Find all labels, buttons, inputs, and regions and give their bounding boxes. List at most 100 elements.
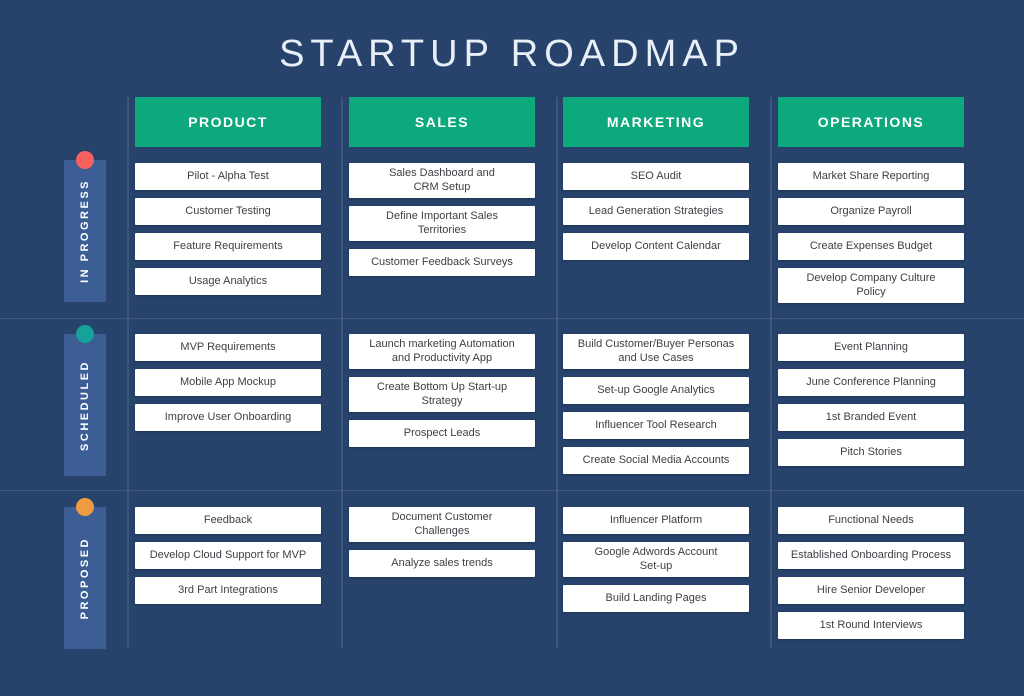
- item-text: Define Important Sales Territories: [386, 210, 498, 236]
- cell-scheduled-product: MVP Requirements Mobile App Mockup Impro…: [120, 332, 321, 433]
- cell-in-progress-product: Pilot - Alpha Test Customer Testing Feat…: [120, 161, 321, 297]
- cell-scheduled-operations: Event Planning June Conference Planning …: [763, 332, 964, 468]
- item-text: SEO Audit: [630, 169, 682, 182]
- item-text: Organize Payroll: [830, 204, 912, 217]
- roadmap-item: MVP Requirements: [120, 332, 321, 363]
- column-guide-line: [127, 97, 129, 648]
- roadmap-item: Pilot - Alpha Test: [120, 161, 321, 192]
- row-status-dot: [76, 151, 94, 169]
- row-label-in-progress: IN PROGRESS: [64, 151, 106, 302]
- row-label-proposed: PROPOSED: [64, 498, 106, 649]
- roadmap-item: Influencer Tool Research: [548, 410, 749, 441]
- item-dot: [120, 575, 150, 606]
- column-guide-line: [556, 97, 558, 648]
- item-dot: [763, 332, 793, 363]
- item-dot: [763, 367, 793, 398]
- roadmap-item: June Conference Planning: [763, 367, 964, 398]
- row-label-text: SCHEDULED: [79, 359, 91, 451]
- item-text: MVP Requirements: [180, 340, 276, 353]
- item-dot: [763, 505, 793, 536]
- roadmap-item: Customer Feedback Surveys: [334, 247, 535, 278]
- item-dot: [548, 544, 578, 575]
- roadmap-item: Build Landing Pages: [548, 583, 749, 614]
- roadmap-item: Develop Content Calendar: [548, 231, 749, 262]
- roadmap-item: Customer Testing: [120, 196, 321, 227]
- item-dot: [334, 247, 364, 278]
- item-dot: [120, 367, 150, 398]
- roadmap-item: Functional Needs: [763, 505, 964, 536]
- item-text: Create Bottom Up Start-up Strategy: [376, 381, 508, 407]
- roadmap-item: Feedback: [120, 505, 321, 536]
- column-header-sales: SALES: [349, 97, 535, 147]
- item-dot: [548, 375, 578, 406]
- item-text: Develop Company Culture Policy: [806, 272, 936, 298]
- item-text: Document Customer Challenges: [391, 511, 493, 537]
- roadmap-item: Organize Payroll: [763, 196, 964, 227]
- item-dot: [763, 270, 793, 301]
- item-text: Pitch Stories: [840, 445, 902, 458]
- roadmap-item: Develop Cloud Support for MVP: [120, 540, 321, 571]
- item-dot: [548, 161, 578, 192]
- item-text: Feedback: [203, 513, 253, 526]
- item-dot: [334, 548, 364, 579]
- item-text: Usage Analytics: [188, 274, 268, 287]
- cell-scheduled-marketing: Build Customer/Buyer Personas and Use Ca…: [548, 334, 749, 476]
- item-text: Event Planning: [834, 340, 908, 353]
- roadmap-item: Lead Generation Strategies: [548, 196, 749, 227]
- roadmap-item: Established Onboarding Process: [763, 540, 964, 571]
- roadmap-item: Event Planning: [763, 332, 964, 363]
- item-text: Pilot - Alpha Test: [187, 169, 269, 182]
- item-dot: [763, 610, 793, 641]
- item-dot: [548, 445, 578, 476]
- item-dot: [120, 161, 150, 192]
- item-dot: [120, 231, 150, 262]
- roadmap-item: Build Customer/Buyer Personas and Use Ca…: [548, 334, 749, 369]
- item-dot: [334, 509, 364, 540]
- item-text: Influencer Tool Research: [595, 418, 717, 431]
- item-text: Mobile App Mockup: [180, 375, 276, 388]
- item-dot: [763, 196, 793, 227]
- row-label-text: PROPOSED: [79, 536, 91, 620]
- roadmap-item: Document Customer Challenges: [334, 507, 535, 542]
- roadmap-item: Feature Requirements: [120, 231, 321, 262]
- row-label-scheduled: SCHEDULED: [64, 325, 106, 476]
- item-text: Develop Content Calendar: [591, 239, 721, 252]
- item-dot: [763, 161, 793, 192]
- roadmap-item: Pitch Stories: [763, 437, 964, 468]
- item-text: Feature Requirements: [173, 239, 283, 252]
- roadmap-item: Influencer Platform: [548, 505, 749, 536]
- item-dot: [334, 379, 364, 410]
- column-guide-line: [341, 97, 343, 648]
- item-dot: [334, 418, 364, 449]
- cell-proposed-product: Feedback Develop Cloud Support for MVP 3…: [120, 505, 321, 606]
- item-text: Launch marketing Automation and Producti…: [369, 338, 515, 364]
- cell-proposed-marketing: Influencer Platform Google Adwords Accou…: [548, 505, 749, 614]
- roadmap-item: Market Share Reporting: [763, 161, 964, 192]
- item-dot: [763, 575, 793, 606]
- item-text: Create Social Media Accounts: [582, 453, 730, 466]
- item-text: Develop Cloud Support for MVP: [149, 548, 307, 561]
- cell-scheduled-sales: Launch marketing Automation and Producti…: [334, 334, 535, 449]
- roadmap-item: Improve User Onboarding: [120, 402, 321, 433]
- roadmap-item: Launch marketing Automation and Producti…: [334, 334, 535, 369]
- row-status-dot: [76, 498, 94, 516]
- item-text: 1st Round Interviews: [819, 618, 923, 631]
- item-text: 3rd Part Integrations: [178, 583, 278, 596]
- item-dot: [763, 437, 793, 468]
- item-dot: [548, 336, 578, 367]
- item-text: Market Share Reporting: [812, 169, 930, 182]
- item-dot: [548, 583, 578, 614]
- item-text: Influencer Platform: [609, 513, 703, 526]
- item-text: Improve User Onboarding: [164, 410, 292, 423]
- column-header-marketing: MARKETING: [563, 97, 749, 147]
- roadmap-item: Hire Senior Developer: [763, 575, 964, 606]
- item-text: Hire Senior Developer: [816, 583, 926, 596]
- row-label-text: IN PROGRESS: [79, 179, 91, 283]
- column-guide-line: [770, 97, 772, 648]
- item-dot: [548, 505, 578, 536]
- roadmap-item: SEO Audit: [548, 161, 749, 192]
- item-text: Google Adwords Account Set-up: [594, 546, 718, 572]
- cell-proposed-sales: Document Customer Challenges Analyze sal…: [334, 507, 535, 579]
- roadmap-item: Usage Analytics: [120, 266, 321, 297]
